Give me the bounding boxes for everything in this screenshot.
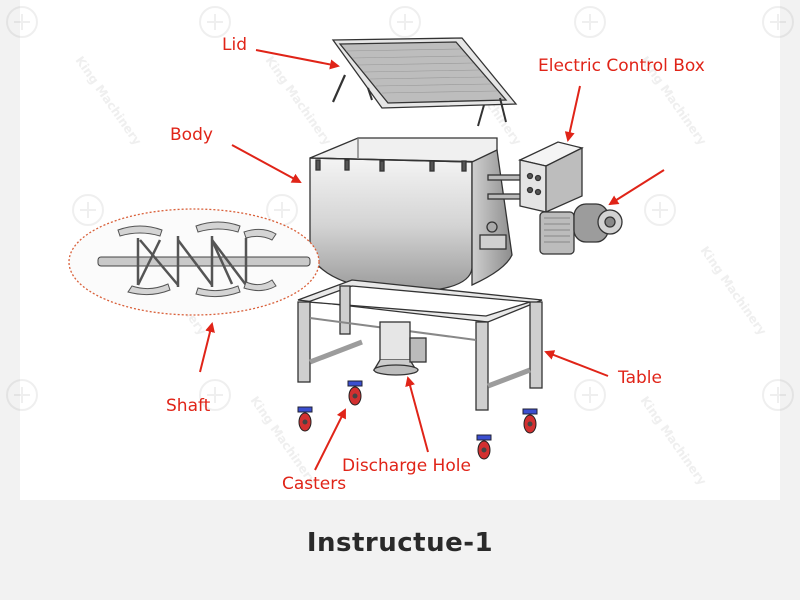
lid-label: Lid (222, 35, 247, 55)
discharge-hole-label: Discharge Hole (342, 456, 471, 476)
watermark-text: King Machinery (73, 54, 145, 148)
casters-arrow (314, 408, 346, 471)
motor-gearbox (539, 203, 623, 255)
motor-arrow (608, 169, 665, 206)
table-frame (297, 279, 543, 411)
body-arrow (231, 144, 302, 183)
lid-arrow (255, 49, 340, 70)
caster-wheel (522, 408, 538, 434)
lid-part (331, 37, 518, 127)
table-arrow (544, 350, 609, 377)
king-machinery-logo-icon (6, 6, 38, 38)
king-machinery-logo-icon (574, 6, 606, 38)
electric-control-box-arrow (564, 85, 581, 142)
caster-wheel (297, 406, 313, 432)
shaft-arrow (199, 322, 215, 373)
king-machinery-logo-icon (199, 6, 231, 38)
king-machinery-logo-icon (389, 6, 421, 38)
callout-arrows (199, 49, 665, 471)
casters-group (297, 380, 538, 460)
casters-label: Casters (282, 474, 347, 494)
figure-caption: Instructue-1 (306, 528, 494, 558)
caster-wheel (347, 380, 363, 406)
king-machinery-logo-icon (6, 379, 38, 411)
king-machinery-logo-icon (72, 194, 104, 226)
king-machinery-logo-icon (199, 379, 231, 411)
watermark-text: King Machinery (263, 54, 335, 148)
electric-control-box (518, 141, 584, 214)
king-machinery-logo-icon (762, 379, 794, 411)
discharge-hole (372, 321, 427, 376)
discharge-hole-arrow (405, 376, 429, 453)
table-label: Table (618, 368, 662, 388)
king-machinery-logo-icon (644, 194, 676, 226)
ribbon-mixer-diagram: King Machinery King Machinery King Machi… (6, 6, 794, 488)
body-label: Body (170, 125, 213, 145)
watermark-layer (6, 6, 794, 411)
king-machinery-logo-icon (574, 379, 606, 411)
electric-control-box-label: Electric Control Box (538, 56, 705, 76)
king-machinery-logo-icon (762, 6, 794, 38)
body-trough (309, 137, 523, 293)
shaft-label: Shaft (166, 396, 211, 416)
watermark-text: King Machinery (698, 244, 770, 338)
watermark-text: King Machinery (638, 394, 710, 488)
shaft-detail (68, 208, 320, 316)
caster-wheel (476, 434, 492, 460)
